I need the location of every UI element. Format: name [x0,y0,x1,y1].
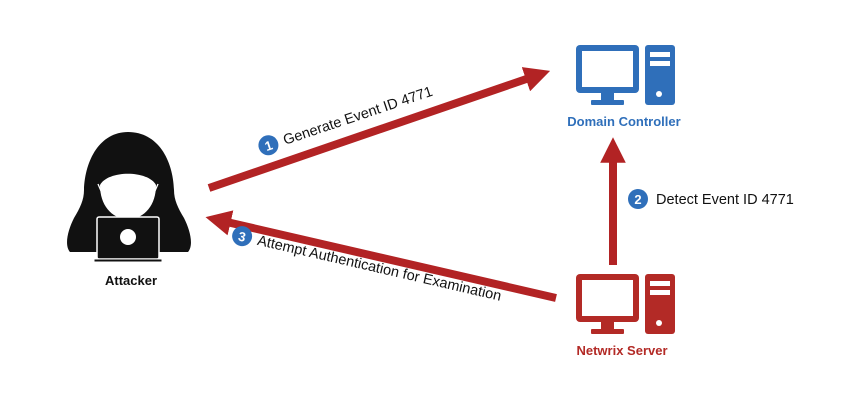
netwrix-server-label: Netwrix Server [576,343,667,358]
arrow-step-1 [207,67,551,192]
netwrix-server-icon [576,274,675,334]
arrow-step-3 [205,210,557,302]
step-2-text: Detect Event ID 4771 [656,192,794,208]
domain-controller-label: Domain Controller [567,114,680,129]
attacker-label: Attacker [105,273,157,288]
hooded-hacker-laptop-icon [67,132,191,263]
step-2-number: 2 [634,192,641,207]
step-2-label: 2 Detect Event ID 4771 [628,189,794,209]
step-2-badge [628,189,648,209]
domain-controller-icon [576,45,675,105]
step-3-text: Attempt Authentication for Examination [256,233,503,305]
step-3-badge [232,226,253,247]
step-1-number: 1 [263,137,275,154]
step-3-label: 3 Attempt Authentication for Examination [232,226,503,305]
step-3-number: 3 [237,228,247,244]
step-1-badge [258,135,279,156]
